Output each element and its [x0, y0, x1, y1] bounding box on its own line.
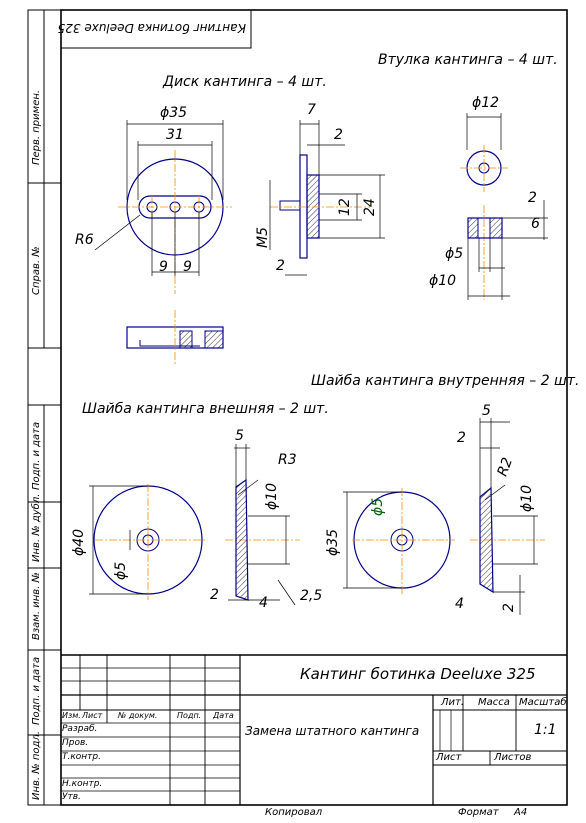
dim-vt-d12: ϕ12: [472, 95, 500, 111]
dim-disk-12: 12: [337, 198, 353, 216]
dim-vt-6: 6: [531, 216, 540, 232]
title-shaiba-vnutr: Шайба кантинга внутренняя – 2 шт.: [311, 373, 580, 389]
stamp-top-text: Кантинг ботинка Deeluxe 325: [57, 21, 246, 35]
dim-sv-5: 5: [235, 428, 244, 444]
side-label-sprav-no: Справ. №: [31, 246, 42, 295]
dim-sv-d5: ϕ5: [113, 561, 129, 580]
dim-disk-2b: 2: [276, 258, 285, 274]
dim-disk-d35: ϕ35: [160, 105, 188, 121]
dim-sv-d10: ϕ10: [264, 482, 280, 510]
dim-disk-31: 31: [166, 127, 184, 143]
dim-vt-2: 2: [528, 190, 537, 206]
tb-scale: 1:1: [534, 722, 557, 738]
dim-si-5: 5: [482, 403, 491, 419]
side-label-perv-primen: Перв. примен.: [31, 89, 42, 165]
tb-hdr-podp: Подп.: [177, 711, 202, 720]
dim-vt-d10: ϕ10: [429, 273, 457, 289]
footer-format: Формат: [458, 807, 499, 818]
dim-si-2b: 2: [501, 603, 517, 612]
dim-si-4: 4: [455, 596, 464, 612]
dim-disk-m5: M5: [255, 227, 271, 248]
side-label-vzam-inv: Взам. инв. №: [31, 572, 42, 640]
vtulka-views: [460, 113, 548, 300]
dim-si-d5: ϕ5: [370, 497, 386, 516]
dim-disk-2a: 2: [334, 127, 343, 143]
dim-si-2: 2: [457, 430, 466, 446]
sheet-frame: [27, 9, 568, 806]
side-label-podp-data-2: Подп. и дата: [31, 656, 42, 725]
title-block-grid: [61, 654, 567, 805]
dim-sv-25: 2,5: [300, 588, 323, 604]
shaiba-vnesh-views: [89, 444, 300, 606]
title-vtulka: Втулка кантинга – 4 шт.: [378, 52, 558, 68]
dim-disk-9a: 9: [159, 259, 168, 275]
title-shaiba-vnesh: Шайба кантинга внешняя – 2 шт.: [82, 401, 329, 417]
dim-disk-24: 24: [362, 198, 378, 216]
dim-si-d10: ϕ10: [519, 484, 535, 512]
dim-vt-d5: ϕ5: [445, 246, 464, 262]
dim-sv-r3: R3: [278, 452, 297, 468]
disk-side-view: [269, 120, 385, 276]
disk-front-view: [94, 120, 232, 294]
tb-name: Кантинг ботинка Deeluxe 325: [300, 665, 536, 683]
dim-si-d35: ϕ35: [325, 528, 341, 556]
footer-format-val: A4: [514, 807, 528, 818]
dim-disk-r6: R6: [75, 232, 94, 248]
tb-massa: Масса: [478, 697, 510, 708]
tb-hdr-list: Лист: [82, 711, 103, 720]
tb-hdr-dokum: № докум.: [118, 711, 158, 720]
side-label-podp-data-1: Подп. и дата: [31, 421, 42, 490]
title-disk: Диск кантинга – 4 шт.: [163, 74, 327, 90]
dim-sv-d40: ϕ40: [71, 528, 87, 556]
tb-lit: Лит.: [441, 697, 465, 708]
disk-section-view: [126, 310, 224, 366]
dim-sv-4: 4: [259, 595, 268, 611]
dim-disk-7: 7: [307, 102, 316, 118]
shaiba-vnutr-views: [343, 418, 545, 615]
tb-hdr-data: Дата: [213, 711, 234, 720]
dim-disk-9b: 9: [183, 259, 192, 275]
tb-hdr-izm: Изм.: [62, 711, 81, 720]
tb-listov: Листов: [494, 752, 532, 763]
footer-kopiroval: Копировал: [265, 807, 323, 818]
tb-razrab: Разраб.: [62, 724, 98, 734]
side-label-inv-dubl: Инв. № дубл.: [31, 493, 42, 562]
tb-subtitle: Замена штатного кантинга: [245, 724, 420, 738]
tb-tkontr: Т.контр.: [62, 752, 102, 762]
tb-utv: Утв.: [62, 792, 81, 802]
dim-sv-2: 2: [210, 587, 219, 603]
side-label-inv-podl: Инв. № подл.: [31, 731, 42, 800]
tb-nkontr: Н.контр.: [62, 779, 103, 789]
tb-prov: Пров.: [62, 738, 89, 748]
tb-masshtab: Масштаб: [519, 697, 567, 708]
tb-list: Лист: [436, 752, 462, 763]
